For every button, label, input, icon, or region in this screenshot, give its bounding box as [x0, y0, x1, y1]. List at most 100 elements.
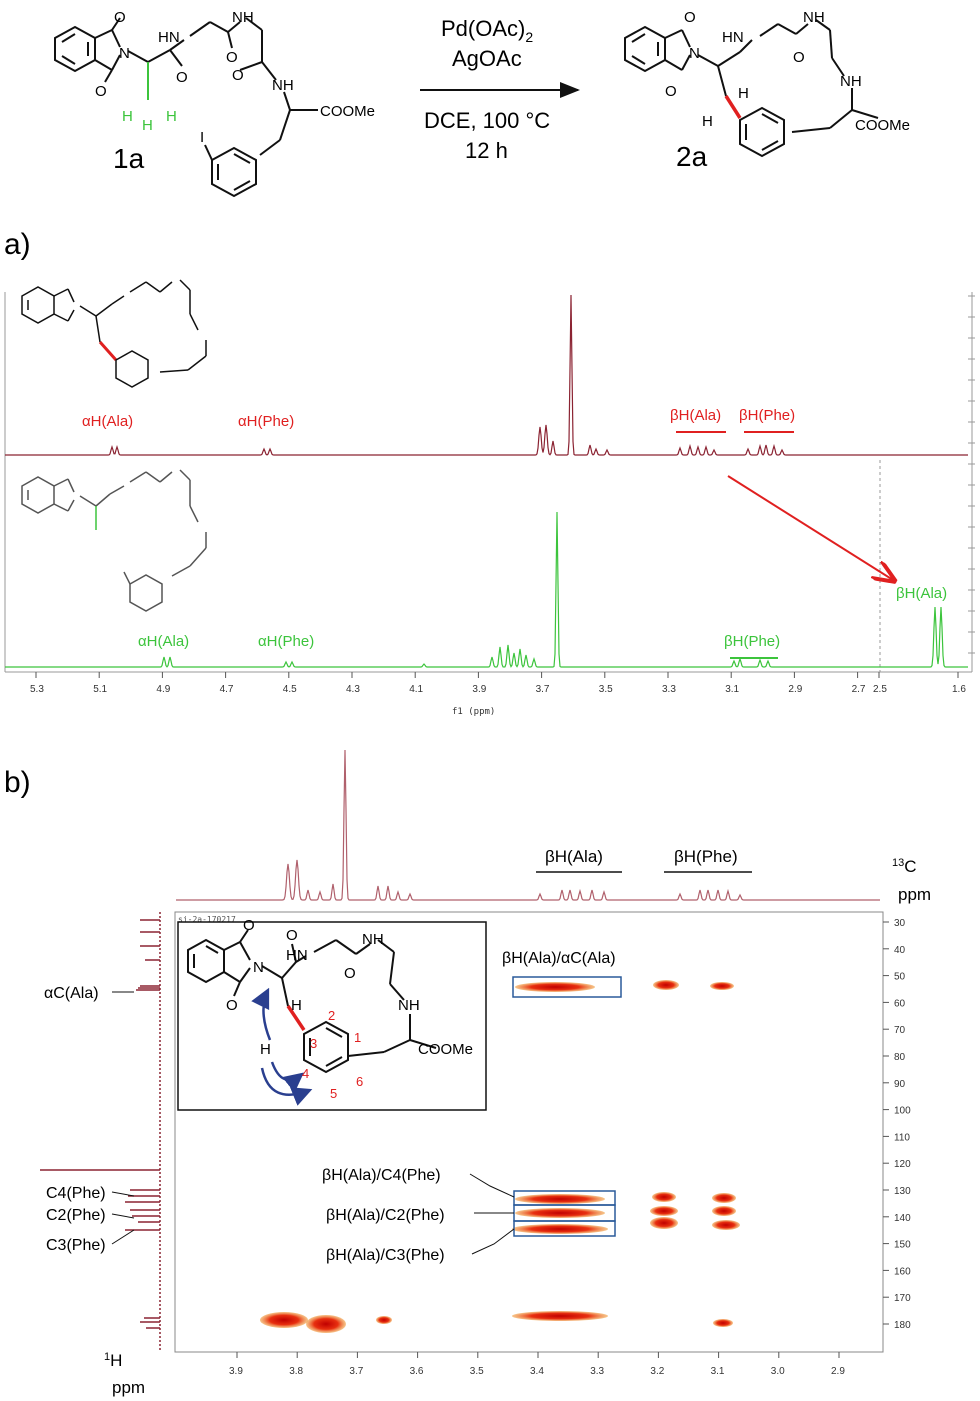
scheme-text: O O N O HN NH O O NH COOMe I H H H 1a Pd… — [95, 9, 910, 174]
top-beta-phe-label: βH(Phe) — [739, 407, 795, 424]
hsqc-cross-label-leaders — [469, 1173, 515, 1255]
iodo-label: I — [200, 129, 204, 146]
compound-1a-label: 1a — [113, 143, 145, 174]
panel-a-label: a) — [4, 228, 31, 261]
h-label-1a-2: H — [142, 117, 153, 134]
left-label-c2: C2(Phe) — [46, 1207, 106, 1224]
h-label-2a-1: H — [738, 85, 749, 102]
contour — [515, 1208, 605, 1218]
hsqc-y-axis: 3040506070809010011012013014015016017018… — [883, 918, 911, 1331]
x-tick-label: 3.4 — [530, 1366, 544, 1377]
axis-tick-label: 3.9 — [472, 684, 486, 695]
hsqc-cross-labels: βH(Ala)/αC(Ala) βH(Ala)/C4(Phe) βH(Ala)/… — [322, 950, 616, 1264]
inset-o-2: O — [226, 997, 238, 1014]
h-label-1a-3: H — [166, 108, 177, 125]
axis-tick-label: 5.1 — [93, 684, 107, 695]
x-tick-label: 3.5 — [470, 1366, 484, 1377]
bottom-beta-phe-label: βH(Phe) — [724, 633, 780, 650]
inset-nh-2: NH — [398, 997, 420, 1014]
y-tick-label: 100 — [894, 1106, 911, 1117]
contour — [515, 1194, 605, 1204]
spectrum-product-2a: αH(Ala) αH(Phe) βH(Ala) βH(Phe) — [5, 279, 968, 456]
y-tick-label: 40 — [894, 945, 906, 956]
y-tick-label: 50 — [894, 972, 906, 983]
y-tick-label: 70 — [894, 1025, 906, 1036]
nh-label-1a: NH — [232, 9, 254, 26]
axis-tick-label: 4.1 — [409, 684, 423, 695]
axis-tick-label: 5.3 — [30, 684, 44, 695]
hsqc-left-projection — [40, 912, 161, 1352]
c13-ppm-label: ppm — [898, 885, 931, 904]
top-alpha-ala-label: αH(Ala) — [82, 413, 133, 430]
inset-structure-2a — [187, 929, 437, 1106]
o-label-1a: O — [176, 69, 188, 86]
y-tick-label: 90 — [894, 1079, 906, 1090]
cross-label-alpha-c: βH(Ala)/αC(Ala) — [502, 950, 616, 967]
h-label-1a-1: H — [122, 108, 133, 125]
axis-tick-label: 3.7 — [536, 684, 550, 695]
contour — [710, 982, 734, 990]
inset-o-4: O — [344, 965, 356, 982]
contour — [712, 1193, 736, 1203]
coome-label-2a: COOMe — [855, 117, 910, 134]
hn-label-1a: HN — [158, 29, 180, 46]
o-label-2a: O — [793, 49, 805, 66]
x-tick-label: 3.9 — [229, 1366, 243, 1377]
contour — [512, 1311, 608, 1321]
axis-tick-label: 4.7 — [220, 684, 234, 695]
y-tick-label: 170 — [894, 1293, 911, 1304]
x-tick-label: 3.2 — [650, 1366, 664, 1377]
inset-structure-box — [177, 921, 487, 1111]
cross-label-c2: βH(Ala)/C2(Phe) — [326, 1207, 445, 1224]
top-beta-ala-label: βH(Ala) — [670, 407, 721, 424]
axis-tick-label: 3.5 — [599, 684, 613, 695]
bottom-alpha-phe-label: αH(Phe) — [258, 633, 314, 650]
oxo-label-2a-2: O — [665, 83, 677, 100]
reagent-ag: AgOAc — [452, 46, 522, 71]
y-tick-label: 110 — [894, 1132, 910, 1143]
h1-axis-label: 1H — [104, 1351, 122, 1370]
top-beta-ala-label: βH(Ala) — [545, 847, 603, 866]
x-tick-label: 3.1 — [711, 1366, 725, 1377]
ring-number-2: 2 — [328, 1008, 335, 1023]
contour — [650, 1206, 678, 1216]
inset-h-1: H — [291, 997, 302, 1014]
shift-arrow — [727, 475, 893, 580]
contour — [515, 982, 595, 992]
axis-tick-label: 3.3 — [662, 684, 676, 695]
inset-structure-labels: O O N HN O NH O NH COOMe H H 1 2 3 4 5 6 — [226, 917, 473, 1101]
nh-label-2a: NH — [803, 9, 825, 26]
x-tick-label: 2.9 — [831, 1366, 845, 1377]
inset-o-1: O — [243, 917, 255, 934]
hsqc-contours — [260, 980, 740, 1333]
n-label-1a: N — [119, 45, 130, 62]
contour — [306, 1315, 346, 1333]
reaction-scheme — [54, 17, 879, 198]
y-tick-label: 180 — [894, 1320, 911, 1331]
spectrum-substrate-1a: αH(Ala) αH(Phe) βH(Phe) βH(Ala) — [5, 469, 968, 668]
x-tick-label: 3.6 — [410, 1366, 424, 1377]
x-tick-label: 3.3 — [590, 1366, 604, 1377]
inset-nh: NH — [362, 931, 384, 948]
nh-label-2a-2: NH — [840, 73, 862, 90]
bottom-alpha-ala-label: αH(Ala) — [138, 633, 189, 650]
axis-tick-label: 4.9 — [156, 684, 170, 695]
axis-tick-label: 1.6 — [952, 684, 966, 695]
ring-number-6: 6 — [356, 1074, 363, 1089]
cross-label-c3: βH(Ala)/C3(Phe) — [326, 1247, 445, 1264]
inset-n: N — [253, 959, 264, 976]
panel-b-label: b) — [4, 766, 31, 799]
nh-label-1a-2: NH — [272, 77, 294, 94]
y-tick-label: 130 — [894, 1186, 911, 1197]
contour — [712, 1206, 736, 1216]
contour — [512, 1224, 608, 1234]
contour — [712, 1220, 740, 1230]
axis-tick-label: 2.9 — [788, 684, 802, 695]
left-label-alpha-c: αC(Ala) — [44, 985, 99, 1002]
contour — [653, 980, 679, 990]
hn-label-2a: HN — [722, 29, 744, 46]
conditions-time: 12 h — [465, 138, 508, 163]
inset-h-2: H — [260, 1041, 271, 1058]
hsqc-title: sj-2a-170217 — [178, 915, 236, 924]
